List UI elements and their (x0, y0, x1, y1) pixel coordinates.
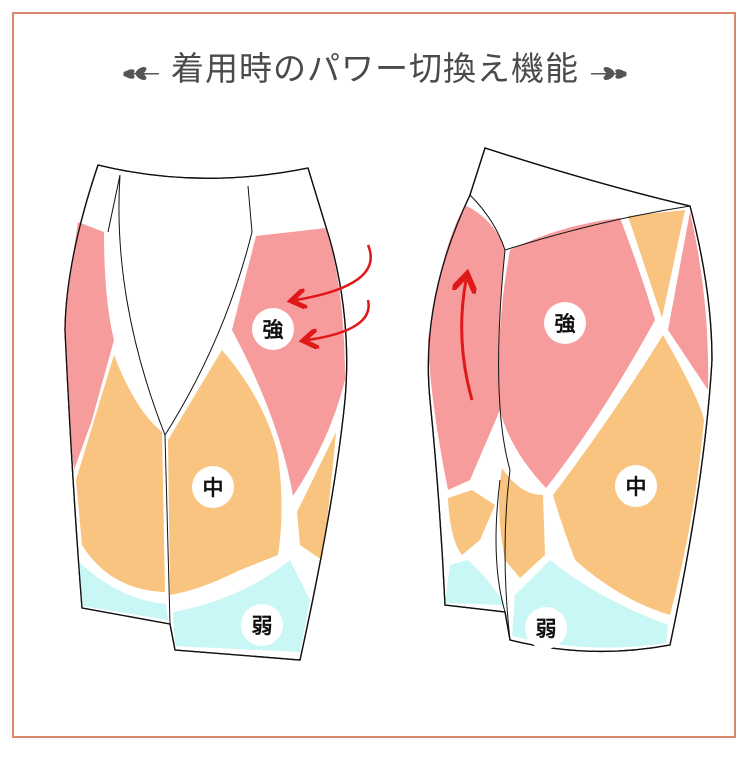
leaf-ornament-left-icon (121, 52, 161, 91)
label-strong: 強 (555, 312, 576, 336)
back-upper-right-panel-medium (628, 210, 685, 318)
arrow-icon (308, 299, 370, 340)
back-seam-lines (469, 194, 691, 641)
label-medium: 中 (203, 476, 224, 500)
front-left-hip-panel-strong (65, 222, 114, 470)
border-frame (12, 12, 736, 738)
arrow-icon (462, 280, 472, 401)
front-left-leg-panel-medium (76, 355, 165, 592)
back-side-panel-strong (428, 205, 505, 490)
front-side-panel-medium (297, 432, 336, 560)
leaf-ornament-right-icon (589, 52, 629, 91)
title-row: 着用時のパワー切換え機能 (0, 42, 750, 91)
back-view: 強 中 弱 (427, 147, 713, 653)
back-glute-panel-strong (498, 218, 655, 488)
page-title: 着用時のパワー切換え機能 (171, 49, 579, 88)
arrow-icon (296, 244, 372, 300)
back-right-side-panel-strong (668, 212, 709, 390)
front-outline-stroke (64, 164, 348, 661)
front-view: 強 中 弱 (64, 164, 372, 661)
label-strong: 強 (263, 318, 284, 342)
back-inner-panel-medium (499, 468, 545, 578)
label-weak: 弱 (252, 614, 273, 638)
back-left-panel-medium (448, 490, 495, 555)
back-outline-stroke (427, 147, 713, 653)
front-waist-line (107, 174, 253, 625)
front-left-hem-panel-weak (79, 562, 168, 620)
label-weak: 弱 (536, 617, 557, 641)
label-medium: 中 (626, 475, 647, 499)
back-left-hem-panel-weak (445, 560, 505, 605)
